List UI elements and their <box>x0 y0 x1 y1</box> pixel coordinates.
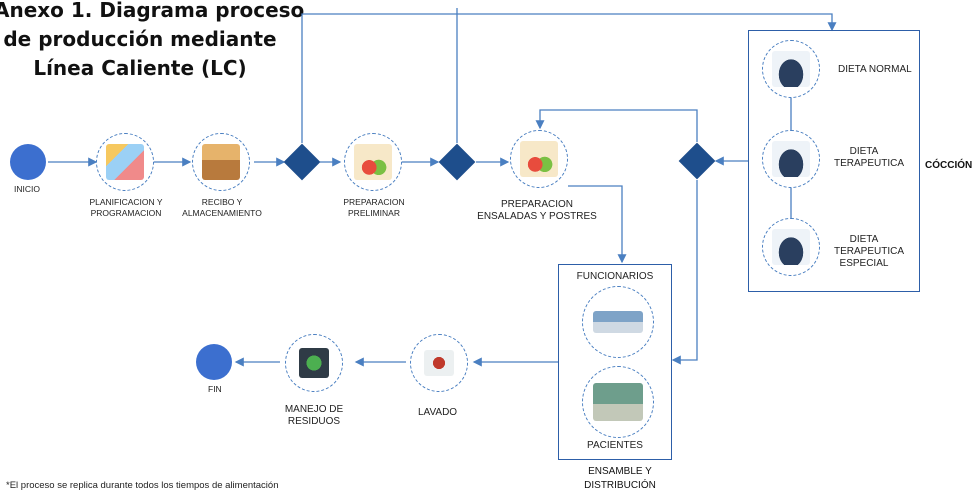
planning-board-icon <box>106 144 144 180</box>
label-dieta-terapeutica: DIETA TERAPEUTICA <box>834 146 905 170</box>
label-dieta-especial: DIETA TERAPEUTICA ESPECIAL <box>834 234 905 270</box>
ensamble-group-box <box>558 264 672 460</box>
label-residuos-line1: MANEJO DE <box>284 404 344 415</box>
label-residuos-line2: RESIDUOS <box>287 416 341 427</box>
food-preparation-icon <box>520 141 558 177</box>
arrow-decision1-coccion <box>301 13 837 143</box>
label-coccion: CÓCCIÓN <box>925 160 973 171</box>
recycling-bin-icon <box>299 348 329 378</box>
label-recibo-line2: ALMACENAMIENTO <box>182 208 262 218</box>
arrow-decision3-ensaladas <box>535 109 698 142</box>
node-dieta-terapeutica <box>762 130 820 188</box>
label-lavado: LAVADO <box>418 407 458 418</box>
title-line-1: Anexo 1. Diagrama proceso <box>0 0 305 22</box>
label-residuos: MANEJO DE RESIDUOS <box>276 404 352 428</box>
node-pacientes <box>582 366 654 438</box>
arrow-ensaladas-ensamble <box>568 185 627 264</box>
title-line-2: de producción mediante <box>3 27 277 51</box>
label-ensamble-line1: ENSAMBLE Y <box>588 466 652 477</box>
end-terminal <box>196 344 232 380</box>
label-preliminar: PREPARACION PRELIMINAR <box>324 197 424 219</box>
label-dieta-especial-line2: TERAPEUTICA <box>834 246 905 257</box>
label-dieta-terapeutica-line2: TERAPEUTICA <box>834 158 905 169</box>
label-planificacion: PLANIFICACION Y PROGRAMACION <box>78 197 174 219</box>
dishwashing-icon <box>424 350 454 376</box>
node-residuos <box>285 334 343 392</box>
label-recibo: RECIBO Y ALMACENAMIENTO <box>172 197 272 219</box>
node-dieta-especial <box>762 218 820 276</box>
diagram-title: Anexo 1. Diagrama proceso de producción … <box>0 0 305 83</box>
label-ensaladas: PREPARACION ENSALADAS Y POSTRES <box>472 199 602 223</box>
label-ensaladas-line1: PREPARACION <box>500 199 574 210</box>
node-lavado <box>410 334 468 392</box>
food-preparation-icon <box>354 144 392 180</box>
label-ensaladas-line2: ENSALADAS Y POSTRES <box>477 211 597 222</box>
label-preliminar-line1: PREPARACION <box>343 197 405 207</box>
node-planificacion <box>96 133 154 191</box>
label-dieta-especial-line3: ESPECIAL <box>839 258 889 269</box>
storage-room-icon <box>202 144 240 180</box>
label-dieta-especial-line1: DIETA <box>849 234 879 245</box>
node-recibo <box>192 133 250 191</box>
tray-line-icon <box>593 383 643 421</box>
label-ensamble: ENSAMBLE Y DISTRIBUCIÓN <box>570 465 670 493</box>
label-planificacion-line2: PROGRAMACION <box>90 208 162 218</box>
label-preliminar-line2: PRELIMINAR <box>348 208 400 218</box>
label-planificacion-line1: PLANIFICACION Y <box>89 197 163 207</box>
cooking-pot-icon <box>772 229 810 265</box>
node-preparacion-preliminar <box>344 133 402 191</box>
label-recibo-line1: RECIBO Y <box>201 197 243 207</box>
node-dieta-normal <box>762 40 820 98</box>
label-funcionarios: FUNCIONARIOS <box>576 271 654 282</box>
coccion-group-box <box>748 30 920 292</box>
tray-line-icon <box>593 311 643 333</box>
node-preparacion-ensaladas <box>510 130 568 188</box>
label-fin: FIN <box>208 384 222 394</box>
node-funcionarios <box>582 286 654 358</box>
cooking-pot-icon <box>772 141 810 177</box>
label-ensamble-line2: DISTRIBUCIÓN <box>584 480 656 491</box>
label-dieta-normal: DIETA NORMAL <box>838 64 912 75</box>
label-pacientes: PACIENTES <box>587 440 643 451</box>
footnote: *El proceso se replica durante todos los… <box>6 480 279 491</box>
cooking-pot-icon <box>772 51 810 87</box>
label-inicio: INICIO <box>14 184 40 194</box>
arrow-decision3-ensamble <box>671 180 698 365</box>
start-terminal <box>10 144 46 180</box>
label-dieta-terapeutica-line1: DIETA <box>849 146 879 157</box>
title-line-3: Línea Caliente (LC) <box>33 56 247 80</box>
